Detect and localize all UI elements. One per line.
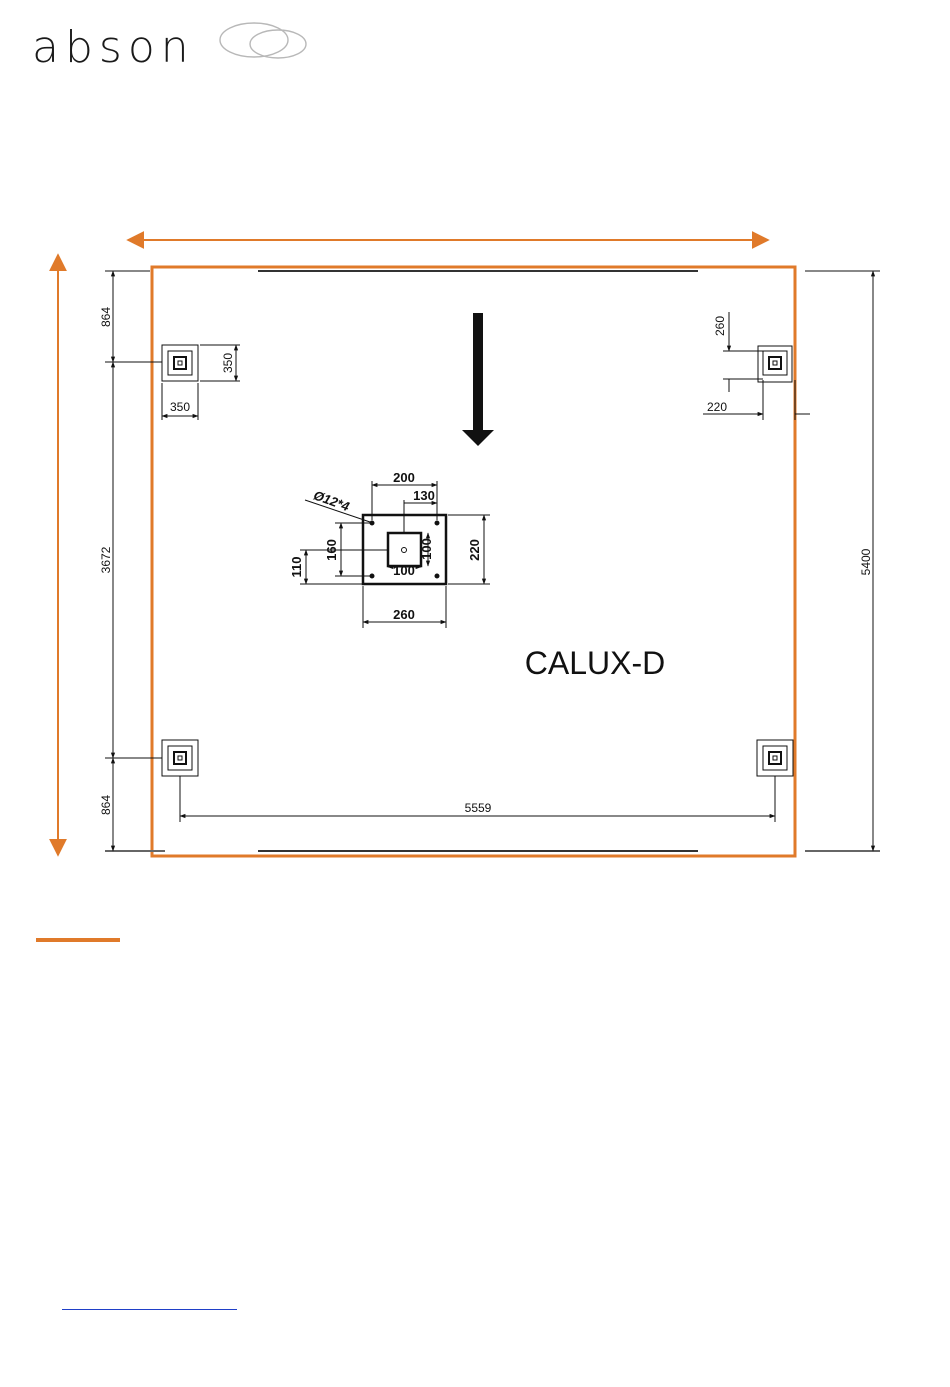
foot-bottom-right: [757, 740, 793, 776]
dim-total-depth-label: 5400: [859, 548, 873, 575]
foot-spacing-dim: [180, 776, 775, 822]
detail-height-outer-label: 220: [467, 539, 482, 561]
dim-top-offset-label: 864: [99, 307, 113, 327]
detail-base-offset-label: 110: [289, 557, 304, 578]
detail-offset-label: 130: [413, 488, 435, 503]
footer-link[interactable]: [62, 1296, 237, 1310]
direction-arrow-icon: [462, 313, 494, 446]
detail-height-inner-label: 160: [324, 539, 339, 561]
detail-width-inner-label: 200: [393, 470, 415, 485]
foot-top-left: [162, 345, 198, 381]
dim-foot-plate-height-label: 350: [221, 353, 235, 373]
detail-square-height-label: 100: [419, 538, 434, 560]
model-label: CALUX-D: [525, 645, 665, 681]
accent-rule: [36, 938, 120, 942]
foot-bottom-left: [162, 740, 198, 776]
dim-foot-plate-width-label: 350: [170, 400, 190, 414]
detail-hole-spec-label: Ø12*4: [312, 487, 352, 514]
dim-middle-span-label: 3672: [99, 546, 113, 573]
dim-bottom-offset-label: 864: [99, 795, 113, 815]
dim-right-foot-height-label: 260: [713, 316, 727, 336]
footer-link-underline: [62, 1309, 237, 1310]
dim-right-foot-width-label: 220: [707, 400, 727, 414]
dim-foot-spacing-label: 5559: [465, 801, 492, 815]
foot-top-right: [758, 346, 792, 382]
detail-width-outer-label: 260: [393, 607, 415, 622]
detail-square-width-label: 100: [393, 563, 415, 578]
